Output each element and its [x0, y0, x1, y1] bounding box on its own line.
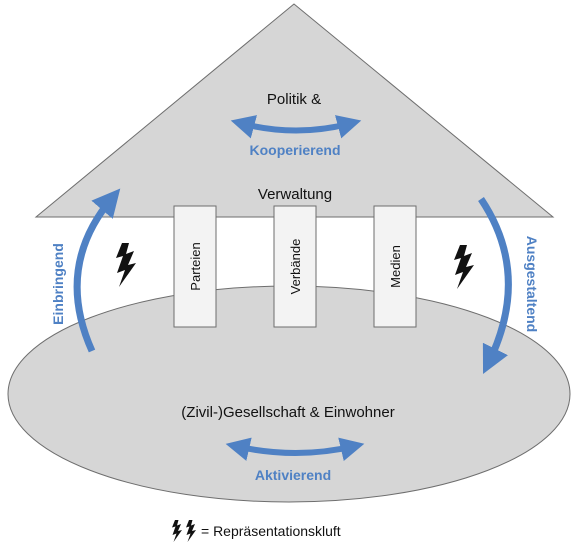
lightning-bolt-icon [116, 243, 136, 287]
roof-title: Politik & [267, 91, 321, 108]
lightning-bolt-icon [454, 245, 474, 289]
pillar-verbaende: Verbände [273, 205, 317, 328]
activation-arrow [225, 437, 365, 461]
lightning-bolt-icon [172, 520, 182, 542]
activation-label: Aktivierend [255, 467, 331, 483]
legend-text: = Repräsentationskluft [201, 523, 341, 539]
roof-subtitle: Verwaltung [258, 186, 332, 203]
pillar-label: Parteien [188, 242, 203, 290]
left-curved-arrow [73, 188, 121, 353]
pillar-parteien: Parteien [173, 205, 217, 328]
society-label: (Zivil-)Gesellschaft & Einwohner [181, 404, 394, 421]
cooperation-label: Kooperierend [249, 142, 340, 158]
cooperation-arrow [230, 115, 362, 139]
pillar-label: Medien [388, 245, 403, 288]
pillar-label: Verbände [288, 239, 303, 295]
pillar-medien: Medien [373, 205, 417, 328]
right-curved-arrow [478, 197, 512, 375]
right-arrow-label: Ausgestaltend [524, 236, 540, 332]
lightning-bolt-icon [186, 520, 196, 542]
legend: = Repräsentationskluft [172, 520, 341, 542]
left-arrow-label: Einbringend [50, 243, 66, 325]
